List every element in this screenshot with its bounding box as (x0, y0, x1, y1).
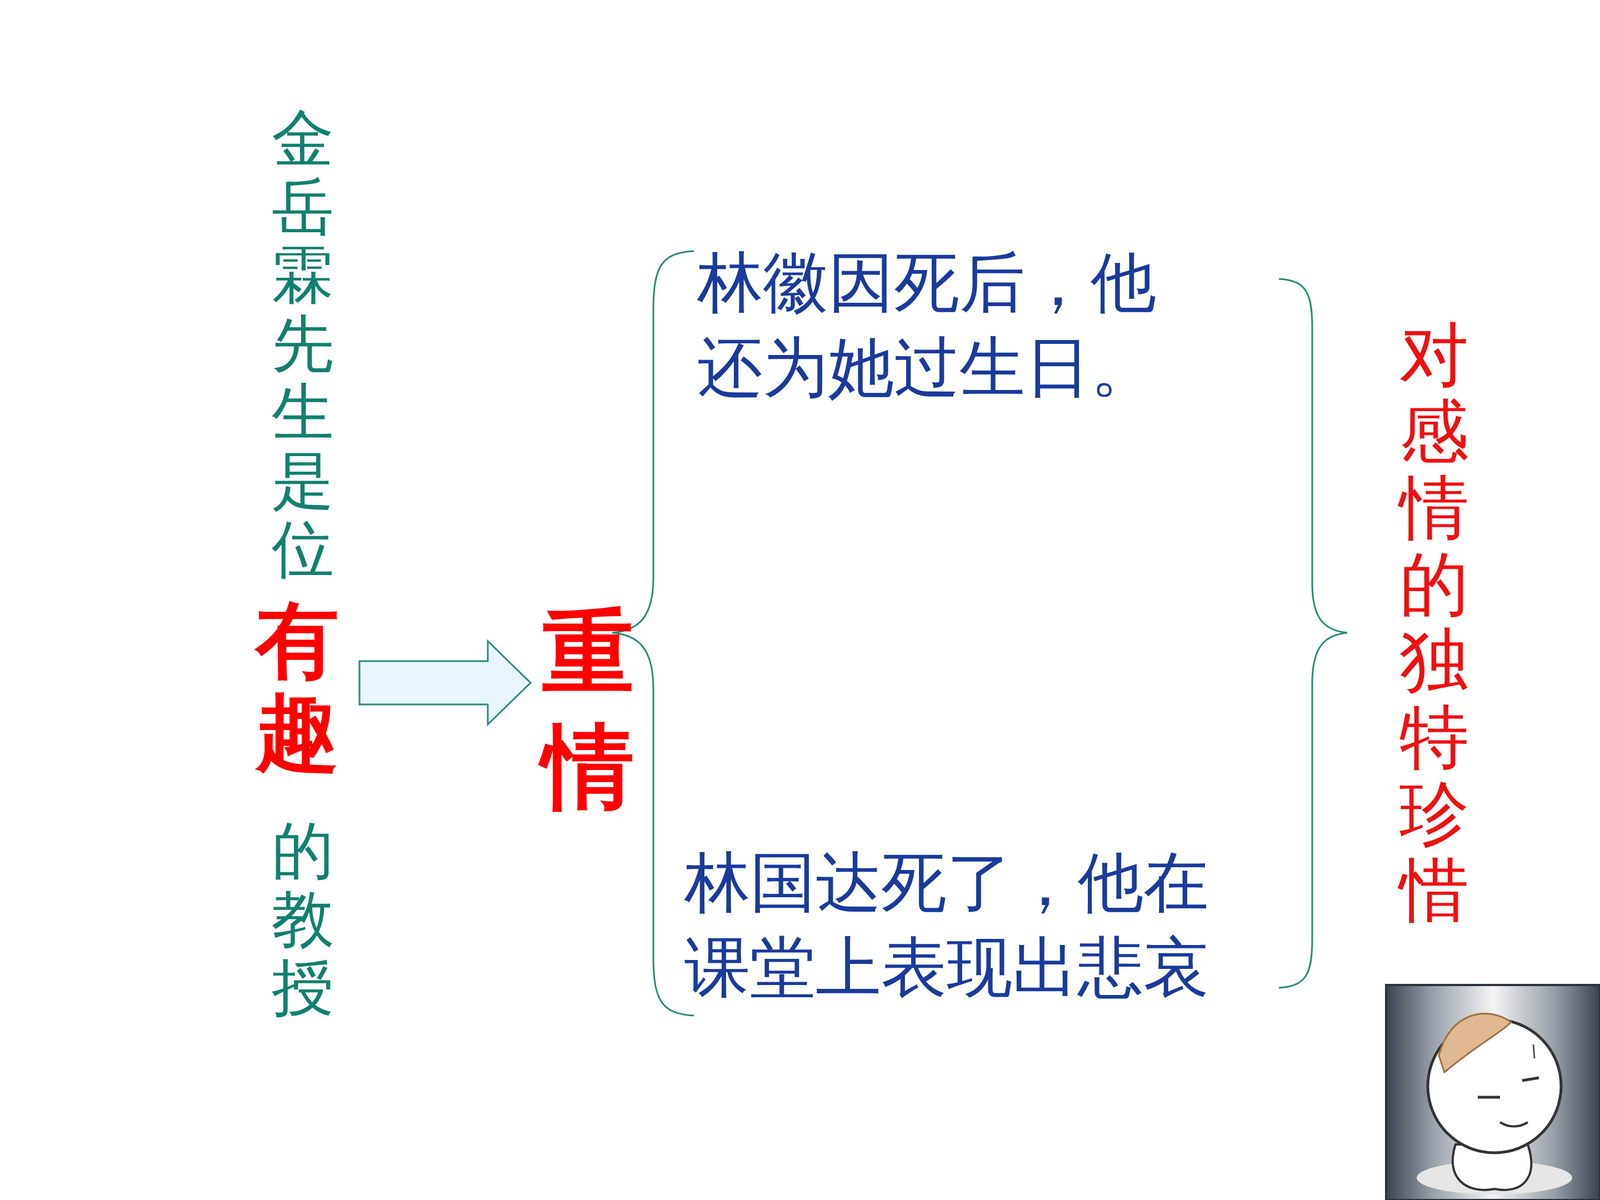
cartoon-picture (1386, 985, 1600, 1200)
key-word: 有趣 (255, 594, 339, 778)
example-text: 林国达死了，他在课堂上表现出悲哀 (684, 840, 1252, 1011)
block-arrow (359, 641, 531, 725)
subject-column: 金岳霖先生是位 (271, 104, 334, 584)
subject-column-end: 的教授 (271, 816, 334, 1023)
example-text: 林徽因死后，他还为她过生日。 (697, 240, 1198, 411)
right-brace (1278, 278, 1348, 988)
theme-word: 重情 (542, 594, 634, 824)
conclusion-column: 对感情的独特珍惜 (1399, 316, 1469, 928)
